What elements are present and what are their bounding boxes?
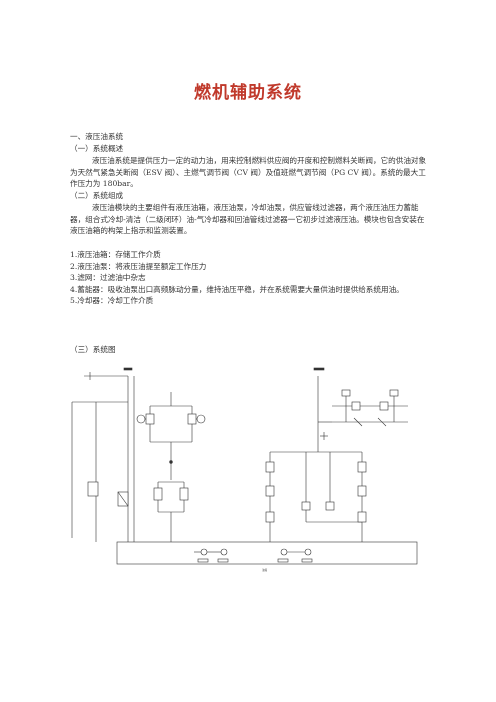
subheading-system-diagram: （三）系统图 — [70, 345, 116, 354]
paragraph-composition: 液压油模块的主要组件有液压油箱，液压油泵，冷却油泵，供应管线过滤器，两个液压油压… — [70, 203, 425, 236]
svg-text:油箱: 油箱 — [262, 568, 268, 572]
hydraulic-system-diagram: 油箱 — [71, 367, 418, 572]
section-heading-hydraulic-oil: 一、液压油系统 — [70, 132, 124, 141]
list-item: 5.冷却器：冷却工作介质 — [70, 296, 154, 306]
component-list: 1.液压油箱：存储工作介质 2.液压油泵：将液压油提至额定工作压力 3.滤网：过… — [70, 249, 430, 307]
subheading-overview: （一）系统概述 — [70, 144, 124, 153]
subheading-composition: （二）系统组成 — [70, 191, 124, 200]
page-title: 燃机辅助系统 — [194, 83, 302, 103]
list-item: 2.液压油泵：将液压油提至额定工作压力 — [70, 261, 207, 271]
paragraph-overview: 液压油系统是提供压力一定的动力油，用来控制燃料供应阀的开度和控制燃料关断阀，它的… — [70, 156, 427, 189]
list-item: 1.液压油箱：存储工作介质 — [70, 250, 161, 259]
list-item: 4.蓄能器：吸收油泵出口高频脉动分量，维持油压平稳，并在系统需要大量供油时提供给… — [70, 284, 404, 294]
list-item: 3.滤网：过滤油中杂志 — [70, 273, 146, 283]
